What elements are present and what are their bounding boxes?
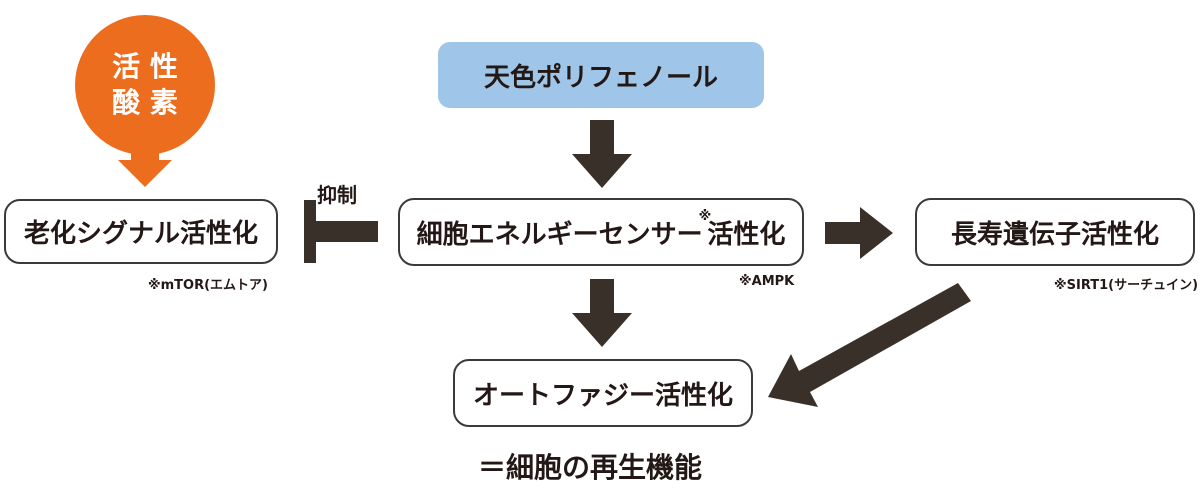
energy-sensor-mark: ※ (698, 208, 712, 224)
longevity-gene-box: 長寿遺伝子活性化 (915, 198, 1195, 266)
inhibit-line (314, 221, 378, 242)
energy-note: ※AMPK (739, 274, 795, 289)
polyphenol-label: 天色ポリフェノール (483, 62, 718, 93)
aging-note: ※mTOR(エムトア) (148, 278, 268, 293)
inhibit-label: 抑制 (317, 183, 357, 207)
reactive-oxygen-circle: 活 性 酸 素 (75, 15, 215, 155)
autophagy-box: オートファジー活性化 (453, 359, 753, 427)
longevity-gene-label: 長寿遺伝子活性化 (950, 219, 1159, 250)
polyphenol-down-arrow (572, 120, 632, 188)
inhibit-bar (304, 200, 316, 263)
energy-sensor-label: 細胞エネルギーセンサー (416, 219, 703, 250)
result-text: ＝細胞の再生機能 (478, 451, 703, 484)
energy-sensor-suffix: 活性化 (707, 219, 786, 250)
longevity-to-autophagy-arrow (768, 283, 971, 407)
ros-line2: 酸 素 (112, 86, 178, 119)
ros-line1: 活 性 (112, 50, 178, 83)
energy-to-longevity-arrow (825, 207, 893, 259)
energy-down-arrow (572, 279, 632, 347)
aging-signal-box: 老化シグナル活性化 (4, 199, 278, 264)
autophagy-label: オートファジー活性化 (472, 380, 733, 411)
longevity-note: ※SIRT1(サーチュイン) (1054, 278, 1199, 293)
ros-arrow (118, 145, 172, 187)
aging-signal-label: 老化シグナル活性化 (23, 219, 258, 249)
polyphenol-box: 天色ポリフェノール (438, 42, 764, 108)
energy-sensor-box: 細胞エネルギーセンサー ※ 活性化 (398, 198, 804, 266)
